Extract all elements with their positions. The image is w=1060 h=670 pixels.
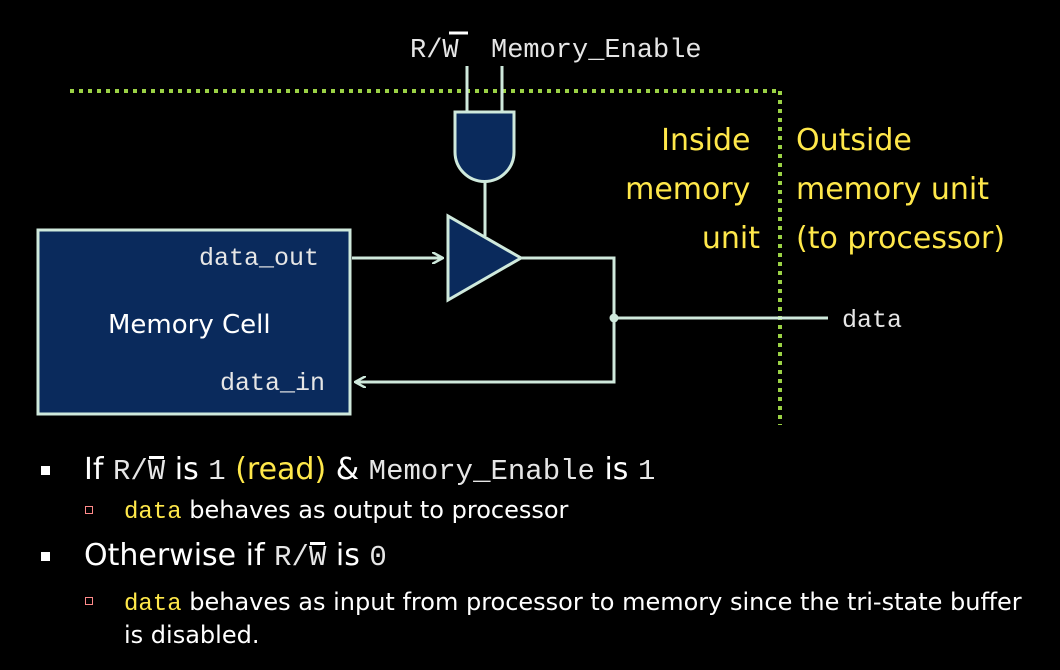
bullet-1-rw: R/W [112, 455, 166, 488]
sub-bullet-square-icon [85, 597, 93, 605]
sub-bullet-1-data: data [124, 499, 182, 526]
inside-label: Inside memory unit [625, 123, 760, 256]
sub-bullet-square-icon [85, 506, 93, 514]
bullet-1-is2: is [604, 452, 629, 487]
bullet-1-value: 1 [208, 455, 226, 488]
data-out-label: data_out [199, 244, 319, 273]
sub-bullet-2-text: behaves as input from processor to memor… [124, 588, 1022, 649]
bullet-2-value: 0 [369, 541, 387, 574]
memory-cell-label: Memory Cell [108, 310, 271, 340]
memory-enable-label: Memory_Enable [491, 36, 702, 66]
outside-label: Outside memory unit (to processor) [796, 123, 1005, 256]
bullet-1-amp: & [335, 452, 360, 487]
sub-bullet-2-data: data [124, 591, 182, 618]
bullet-square-icon [41, 466, 50, 475]
bullet-square-icon [41, 552, 50, 561]
and-gate [453, 110, 516, 183]
bullet-1-read: (read) [235, 452, 327, 487]
bullet-1-value2: 1 [637, 455, 656, 488]
data-in-label: data_in [220, 369, 325, 398]
bullet-1-is: is [174, 452, 199, 487]
bullet-1-memory-enable: Memory_Enable [368, 455, 595, 488]
bullet-1-if: If [84, 452, 104, 487]
rw-label: R/W [410, 36, 459, 66]
bullet-2-rw: R/W [274, 541, 327, 574]
bullet-2-is: is [335, 538, 360, 573]
data-label: data [842, 306, 902, 335]
bullet-2-otherwise: Otherwise if [84, 538, 265, 573]
buffer-output-wire [521, 256, 616, 318]
memory-cell [36, 228, 352, 416]
tristate-buffer [446, 213, 525, 303]
data-in-wire [355, 318, 616, 382]
sub-bullet-1-text: behaves as output to processor [189, 496, 569, 524]
